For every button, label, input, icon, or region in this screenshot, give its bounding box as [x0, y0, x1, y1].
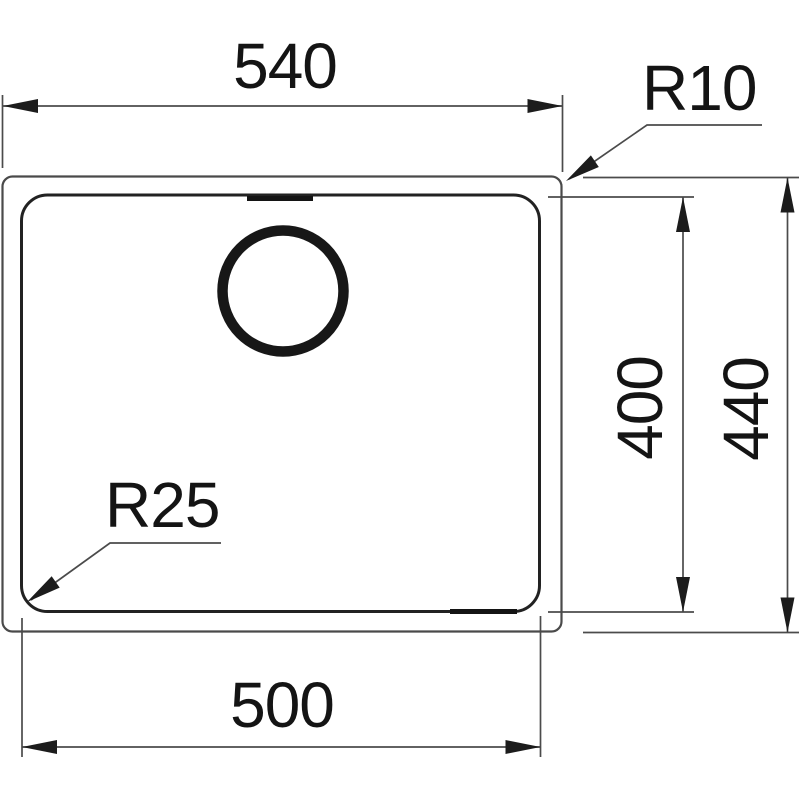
leader-line [30, 542, 221, 601]
sink-bowl-edge [20, 193, 541, 613]
callout-bowl-corner-radius: R25 [27, 469, 221, 602]
leader-line [568, 124, 762, 180]
arrowhead-top [676, 197, 690, 232]
dimension-label-bowl-depth: 400 [604, 356, 676, 460]
arrowhead-right [505, 740, 541, 754]
sink-outer-edge [1, 175, 563, 633]
dimension-bowl-width: 500 [21, 616, 542, 757]
arrowhead-left [3, 99, 38, 113]
arrowhead-top [780, 177, 795, 213]
dimension-outer-depth: 440 [583, 176, 799, 634]
arrowhead-bottom [780, 597, 795, 633]
dimension-label-bowl-width: 500 [230, 669, 334, 741]
arrowhead-right [527, 99, 563, 113]
callout-outer-corner-radius: R10 [566, 52, 762, 181]
arrowhead [27, 576, 60, 602]
radius-label-bowl-corner: R25 [105, 469, 219, 541]
dimension-top-width: 540 [1, 30, 564, 172]
arrowhead-bottom [676, 577, 690, 612]
sink-shape [1, 175, 563, 633]
dimension-label-top-width: 540 [233, 30, 337, 102]
arrowhead-left [22, 740, 57, 754]
dimension-bowl-depth: 400 [548, 196, 694, 613]
dimension-label-outer-depth: 440 [710, 357, 782, 461]
radius-label-outer-corner: R10 [642, 52, 756, 124]
drain-hole [217, 225, 349, 357]
arrowhead [566, 155, 599, 181]
